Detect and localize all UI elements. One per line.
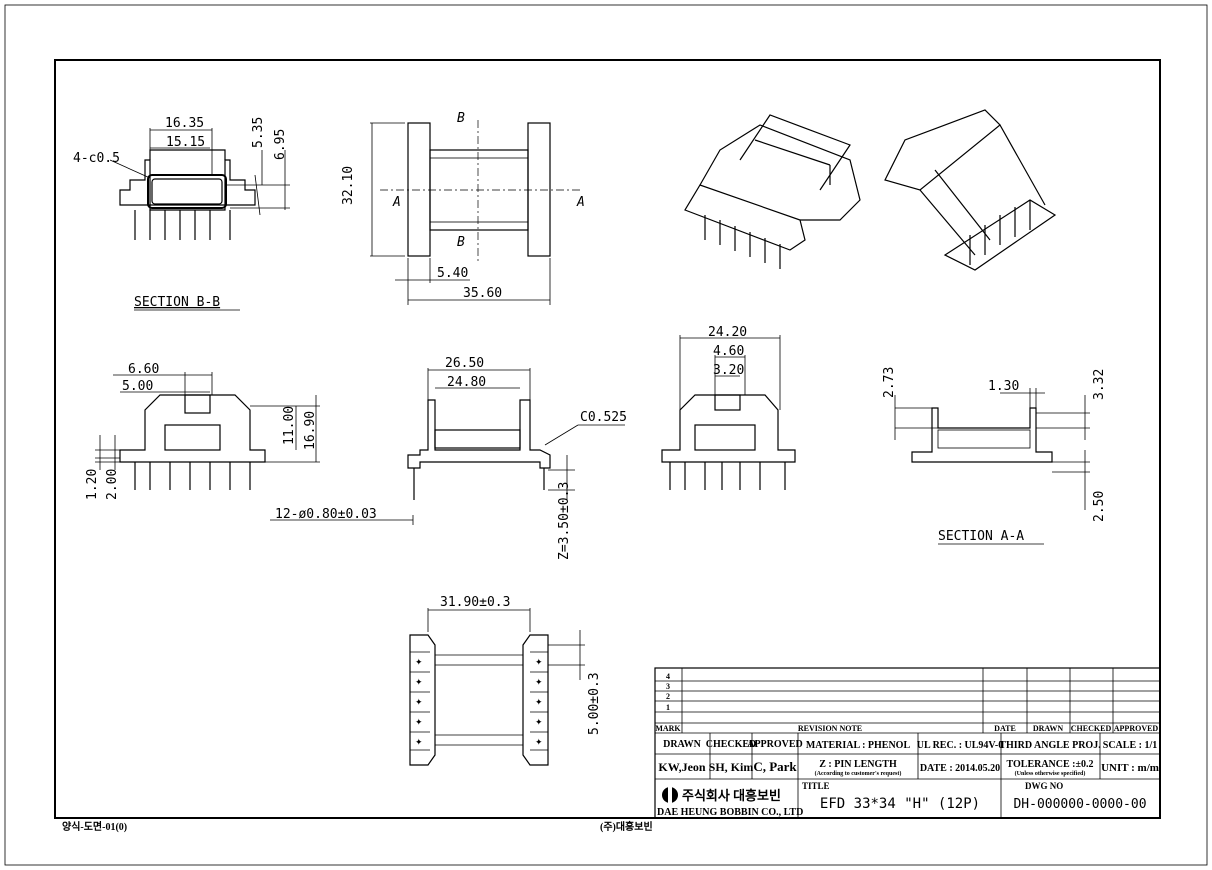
dwg-no: DH-000000-0000-00 (1013, 797, 1146, 812)
dim-6-60: 6.60 (128, 362, 159, 377)
unit: UNIT : m/m (1101, 762, 1159, 774)
dim-26-50: 26.50 (445, 356, 484, 371)
drawing-frame (54, 59, 1161, 819)
svg-text:✦: ✦ (415, 678, 423, 688)
header-mark: MARK (655, 724, 681, 733)
z-note-sub: (According to customer's request) (815, 770, 902, 777)
header-drawn: DRAWN (1033, 724, 1063, 733)
svg-text:✦: ✦ (535, 658, 543, 668)
dim-24-20: 24.20 (708, 325, 747, 340)
side-view: 26.50 24.80 C0.525 Z=3.50±0.3 (407, 356, 627, 560)
dim-16-35: 16.35 (165, 116, 204, 131)
svg-text:✦: ✦ (535, 678, 543, 688)
revision-mark-3: 3 (666, 682, 670, 691)
dim-chamfer-c0525: C0.525 (580, 410, 627, 425)
ul-rec: UL REC. : UL94V-0 (917, 740, 1003, 751)
approved-by: C, Park (753, 759, 797, 774)
checked-by: SH, Kim (709, 760, 754, 774)
dim-5-00-pitch: 5.00±0.3 (587, 672, 602, 735)
section-marker-b: B (457, 235, 465, 250)
drawing-title: EFD 33*34 "H" (12P) (820, 796, 980, 812)
bottom-view: ✦ ✦ ✦ ✦ ✦ ✦ ✦ ✦ ✦ ✦ 31.90±0.3 5.00±0.3 (409, 595, 602, 766)
footer-company: (주)대흥보빈 (600, 820, 653, 833)
front-view: 6.60 5.00 11.00 16.90 1.20 2.00 12-ø0.80… (85, 362, 414, 525)
dim-5-40: 5.40 (437, 266, 468, 281)
svg-text:✦: ✦ (415, 738, 423, 748)
section-marker-b: B (457, 111, 465, 126)
svg-text:✦: ✦ (415, 718, 423, 728)
svg-text:✦: ✦ (535, 718, 543, 728)
dim-16-90: 16.90 (303, 411, 318, 450)
form-number: 양식-도면-01(0) (62, 820, 127, 833)
dim-31-90: 31.90±0.3 (440, 595, 510, 610)
dim-24-80: 24.80 (447, 375, 486, 390)
projection: THIRD ANGLE PROJ. (999, 740, 1101, 751)
approved-label: APPROVED (747, 739, 803, 750)
dim-1-20: 1.20 (85, 469, 100, 500)
svg-text:✦: ✦ (535, 698, 543, 708)
section-marker-a: A (392, 195, 401, 210)
dim-35-60: 35.60 (463, 286, 502, 301)
scale: SCALE : 1/1 (1103, 740, 1157, 751)
company-logo: 주식회사 대흥보빈 (662, 786, 781, 804)
dim-pin-length: Z=3.50±0.3 (557, 482, 572, 560)
dim-15-15: 15.15 (166, 135, 205, 150)
z-note: Z : PIN LENGTH (819, 759, 897, 770)
svg-text:✦: ✦ (415, 658, 423, 668)
company-name: DAE HEUNG BOBBIN CO., LTD (657, 807, 803, 818)
dim-3-20: 3.20 (713, 363, 744, 378)
isometric-view-front (684, 114, 861, 269)
header-revision-note: REVISION NOTE (798, 724, 862, 733)
section-aa-label: SECTION A-A (938, 529, 1024, 544)
drawn-by: KW,Jeon (658, 760, 706, 774)
section-marker-a: A (576, 195, 585, 210)
dim-1-30: 1.30 (988, 379, 1019, 394)
drawn-label: DRAWN (663, 739, 702, 750)
svg-text:✦: ✦ (415, 698, 423, 708)
dim-32-10: 32.10 (341, 166, 356, 205)
sheet-border (4, 4, 1208, 866)
title-label: TITLE (802, 781, 830, 791)
dim-4-60: 4.60 (713, 344, 744, 359)
dim-6-95: 6.95 (273, 129, 288, 160)
revision-mark-1: 1 (666, 703, 670, 712)
dim-pin-diameter: 12-ø0.80±0.03 (275, 507, 377, 522)
revision-mark-4: 4 (666, 672, 670, 681)
dim-2-73: 2.73 (882, 367, 897, 398)
top-view: 32.10 5.40 35.60 B B A A (341, 111, 585, 305)
header-checked: CHECKED (1071, 724, 1112, 733)
dim-2-50: 2.50 (1092, 491, 1107, 522)
tolerance: TOLERANCE :±0.2 (1007, 759, 1094, 770)
dim-5-35: 5.35 (251, 117, 266, 148)
date: DATE : 2014.05.20 (920, 763, 1000, 774)
revision-mark-2: 2 (666, 692, 670, 701)
svg-text:✦: ✦ (535, 738, 543, 748)
dwg-no-label: DWG NO (1025, 781, 1063, 791)
tolerance-sub: (Unless otherwise specified) (1015, 770, 1086, 777)
section-aa-view: 2.73 1.30 3.32 2.50 SECTION A-A (882, 367, 1107, 545)
company-korean: 주식회사 대흥보빈 (682, 788, 781, 803)
end-view: 24.20 4.60 3.20 (661, 325, 796, 490)
dim-11-00: 11.00 (282, 406, 297, 445)
dim-3-32: 3.32 (1092, 369, 1107, 400)
dim-chamfer: 4-c0.5 (73, 151, 120, 166)
isometric-view-rear (884, 109, 1057, 271)
dim-5-00: 5.00 (122, 379, 153, 394)
section-bb-label: SECTION B-B (134, 295, 220, 310)
header-approved: APPROVED (1114, 724, 1159, 733)
title-block: 4 3 2 1 MARK REVISION NOTE DATE DRAWN CH… (654, 667, 1161, 819)
dim-2-00: 2.00 (105, 469, 120, 500)
section-bb-view: 16.35 15.15 4-c0.5 5.35 6.95 SECTION B-B (73, 116, 290, 311)
header-date: DATE (994, 724, 1016, 733)
checked-label: CHECKED (706, 739, 757, 750)
material: MATERIAL : PHENOL (806, 740, 911, 751)
